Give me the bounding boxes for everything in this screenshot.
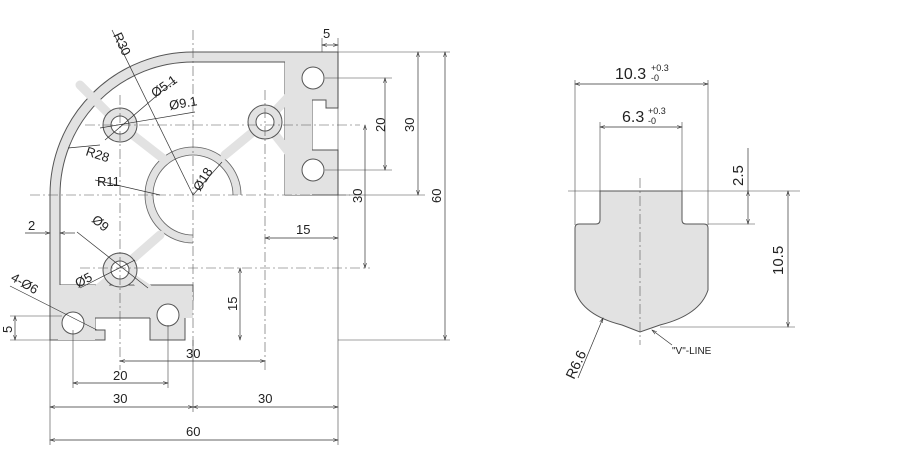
center-ring <box>144 146 242 244</box>
dim-h-30-right: 30 <box>258 391 272 406</box>
dim-h-20: 20 <box>113 368 127 383</box>
dim-v-20: 20 <box>373 118 388 132</box>
label-v-line: "V"-LINE <box>672 346 712 357</box>
tol-outer-plus: +0.3 <box>651 63 669 73</box>
dim-slot-width-outer: 10.3 <box>615 66 646 83</box>
dim-total-depth: 10.5 <box>770 246 787 275</box>
tol-inner-minus: -0 <box>648 116 656 126</box>
profile-dimension-values: 5 20 30 60 30 15 15 5 30 20 30 30 60 <box>0 26 444 439</box>
label-r11: R11 <box>97 174 120 189</box>
mount-hole-3 <box>301 66 325 90</box>
dim-v-60: 60 <box>429 189 444 203</box>
dimension-lines <box>9 29 445 440</box>
dim-h-30-left: 30 <box>113 391 127 406</box>
slot-section: 10.3 +0.3 -0 6.3 +0.3 -0 2.5 10.5 R6.6 "… <box>562 63 800 381</box>
dim-h-30-inner: 30 <box>186 346 200 361</box>
tol-outer-minus: -0 <box>651 73 659 83</box>
label-d18: Ø18 <box>190 165 216 194</box>
dim-neck-depth: 2.5 <box>730 165 747 186</box>
dim-h-60: 60 <box>186 424 200 439</box>
dim-v-30-mid: 30 <box>350 189 365 203</box>
label-wall-2: 2 <box>28 218 35 233</box>
label-d9-1: Ø9.1 <box>168 93 198 113</box>
mount-hole-2 <box>156 303 180 327</box>
label-4-d6: 4-Ø6 <box>9 270 42 297</box>
label-r6-6: R6.6 <box>562 348 589 382</box>
label-d5: Ø5 <box>72 269 94 290</box>
dim-v-15: 15 <box>225 297 240 311</box>
dim-left-5: 5 <box>0 326 15 333</box>
label-r30: R30 <box>110 30 134 58</box>
dim-slot-width-inner: 6.3 <box>622 109 644 126</box>
tol-inner-plus: +0.3 <box>648 106 666 116</box>
slot-shape <box>574 190 709 333</box>
mount-hole-4 <box>301 158 325 182</box>
corner-profile <box>49 51 339 341</box>
dim-v-30-right: 30 <box>402 118 417 132</box>
label-d9: Ø9 <box>89 212 112 235</box>
dim-top-5: 5 <box>323 26 330 41</box>
extension-lines <box>10 38 450 445</box>
label-r28: R28 <box>84 144 111 166</box>
dim-h-15: 15 <box>296 222 310 237</box>
center-lines <box>30 30 370 370</box>
